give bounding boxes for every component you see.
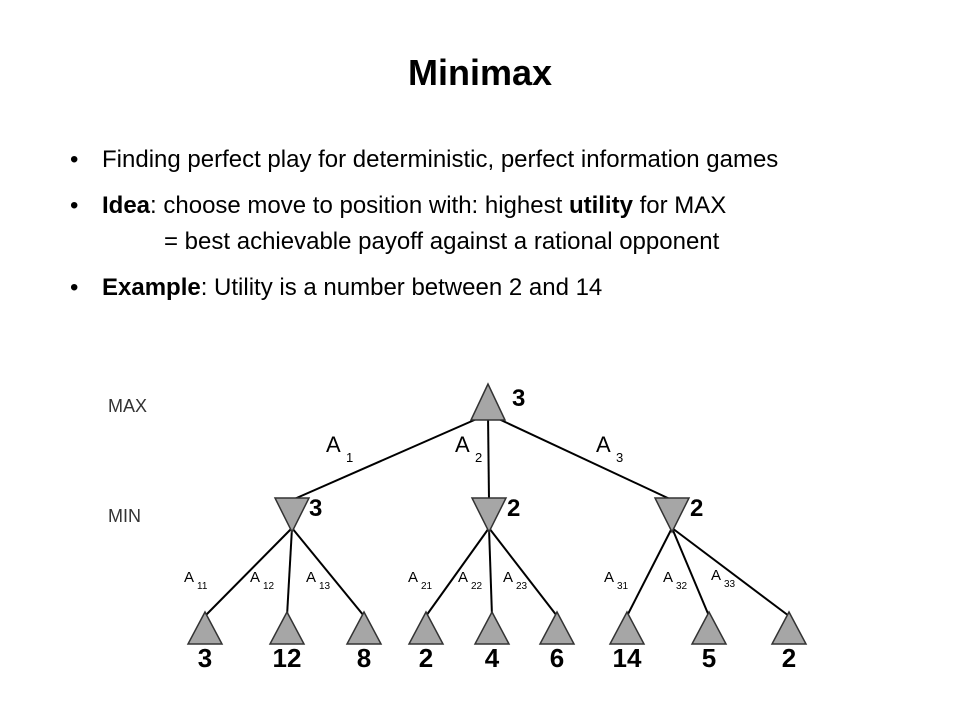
edge-label: A [604,569,614,586]
leaf-node-value: 5 [702,643,716,673]
leaf-node-value: 6 [550,643,564,673]
bullet-dot: • [70,146,79,173]
edge-label: A [184,569,194,586]
bullet-term: utility [568,192,633,219]
edge-label-subscript: 22 [471,581,483,592]
edge-label-subscript: 33 [724,579,736,590]
bullet-item: • Example: Utility is a number between 2… [70,270,950,306]
leaf-node [770,610,808,645]
bullet-dot: • [70,274,79,301]
max-node [469,382,507,421]
slide-title: Minimax [407,52,553,93]
bullet-term: Idea [102,192,151,219]
edge-label-subscript: 23 [516,581,528,592]
tree-edge [671,527,710,617]
edge-label-subscript: 3 [616,450,623,465]
edge-label-subscript: 21 [421,581,433,592]
max-node-value: 3 [512,385,525,412]
level-label-max: MAX [108,396,147,416]
leaf-node [407,610,445,645]
edge-label-subscript: 1 [346,450,353,465]
edge-label: A [326,432,341,457]
tree-edge [286,527,293,617]
level-label-min: MIN [108,506,141,526]
edge-label-subscript: 32 [676,581,688,592]
bullet-text: : Utility is a number between 2 and 14 [200,274,603,301]
leaf-node-value: 8 [357,643,371,673]
bullet-text: : choose move to position with: highest [150,192,569,219]
tree-edge [487,413,490,501]
edge-label: A [596,432,611,457]
bullet-list: • Finding perfect play for deterministic… [70,142,950,316]
min-node [273,497,311,534]
leaf-node-value: 4 [485,643,500,673]
edge-label: A [663,569,673,586]
tree-edge [204,527,293,617]
edge-label: A [711,567,721,584]
leaf-node-value: 12 [273,643,302,673]
tree-edge [488,527,558,617]
edge-label: A [458,569,468,586]
edge-label: A [503,569,513,586]
min-node-value: 2 [507,495,520,522]
leaf-node [690,610,728,645]
leaf-node-value: 14 [613,643,642,673]
leaf-node-value: 2 [782,643,796,673]
edge-label: A [455,432,470,457]
bullet-subline: = best achievable payoff against a ratio… [164,228,720,255]
min-node-value: 3 [309,495,322,522]
leaf-node [608,610,646,645]
leaf-node [268,610,306,645]
leaf-node-value: 3 [198,643,212,673]
edge-label-subscript: 2 [475,450,482,465]
tree-edge [626,527,673,617]
bullet-term: Example [102,274,201,301]
bullet-text: Finding perfect play for deterministic, … [102,146,779,173]
tree-edge [671,527,790,617]
edge-label: A [306,569,316,586]
min-node [470,497,508,534]
bullet-item: • Idea: choose move to position with: hi… [70,188,950,260]
bullet-dot: • [70,192,79,219]
tree-edge [487,413,673,501]
edge-label-subscript: 11 [197,581,208,592]
edge-label-subscript: 13 [319,581,331,592]
edge-label-subscript: 12 [263,581,275,592]
leaf-node [473,610,511,645]
min-node [653,497,691,534]
tree-edge [291,413,489,501]
leaf-node [186,610,224,645]
edge-label: A [250,569,260,586]
leaf-node [538,610,576,645]
tree-edge [425,527,490,617]
edge-label: A [408,569,418,586]
edge-label-subscript: 31 [617,581,629,592]
leaf-node [345,610,383,645]
bullet-text: for MAX [632,192,727,219]
tree-edge [291,527,365,617]
min-node-value: 2 [690,495,703,522]
bullet-item: • Finding perfect play for deterministic… [70,142,950,178]
tree-edge [488,527,493,617]
leaf-node-value: 2 [419,643,433,673]
